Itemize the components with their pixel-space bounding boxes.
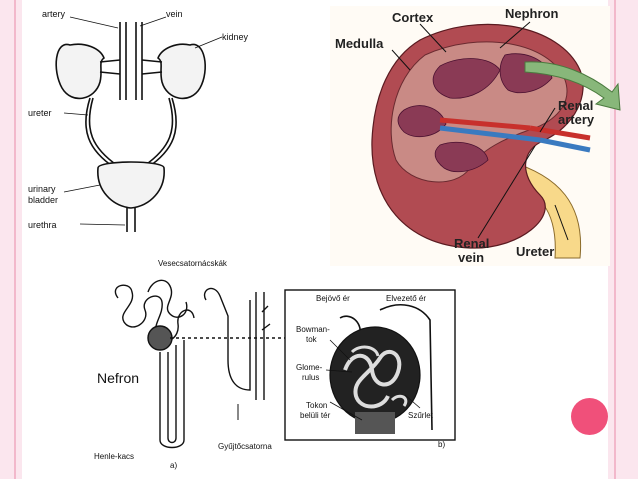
cortex-label: Cortex — [392, 10, 434, 25]
renal-artery-label-line2: artery — [558, 112, 595, 127]
right-decorative-border — [608, 0, 638, 479]
renal-artery-label-line1: Renal — [558, 98, 593, 113]
bladder-label: bladder — [28, 195, 58, 205]
glomerulus-label-line1: Glome- — [296, 363, 323, 372]
tokon-label-line1: Tokon — [306, 401, 327, 410]
vesecsatornacskak-label: Vesecsatornácskák — [158, 259, 228, 268]
green-arrow — [524, 61, 621, 111]
bowman-label-line2: tok — [306, 335, 318, 344]
elvezeto-er-label: Elvezető ér — [386, 294, 426, 303]
glomerulus-small — [147, 325, 173, 351]
pink-circle-decoration — [571, 398, 608, 435]
urethra-label: urethra — [28, 220, 57, 230]
bladder-shape — [97, 161, 165, 209]
tokon-label-line2: belüli tér — [300, 411, 331, 420]
urinary-labels — [63, 16, 223, 226]
nephron-diagram — [114, 279, 285, 449]
gyujtocsatorna-label: Gyűjtőcsatorna — [218, 442, 272, 451]
renal-vein-label-line2: vein — [458, 250, 484, 265]
ureter-section-label: Ureter — [516, 244, 554, 259]
nephron-label-lines — [325, 339, 421, 421]
bejovo-er-label: Bejövő ér — [316, 294, 350, 303]
nefron-label: Nefron — [97, 370, 139, 386]
panel-a-label: a) — [170, 461, 177, 470]
medulla-label: Medulla — [335, 36, 384, 51]
panel-b-label: b) — [438, 440, 445, 449]
henle-kacs-label: Henle-kacs — [94, 452, 134, 461]
ureter-label: ureter — [28, 108, 52, 118]
urinary-system-diagram — [55, 22, 206, 232]
right-kidney-shape — [157, 43, 206, 100]
kidney-cross-section — [330, 6, 621, 266]
kidney-label: kidney — [222, 32, 249, 42]
urinary-label: urinary — [28, 184, 56, 194]
artery-label: artery — [42, 9, 66, 19]
glomerulus-label-line2: rulus — [302, 373, 319, 382]
nephron-detail-box — [284, 289, 456, 441]
renal-vein-label-line1: Renal — [454, 236, 489, 251]
vein-label: vein — [166, 9, 183, 19]
left-kidney-shape — [55, 43, 105, 100]
nephron-label: Nephron — [505, 6, 559, 21]
bowman-label-line1: Bowman- — [296, 325, 330, 334]
left-decorative-border — [0, 0, 22, 479]
szurlet-label: Szűrlet — [408, 411, 434, 420]
